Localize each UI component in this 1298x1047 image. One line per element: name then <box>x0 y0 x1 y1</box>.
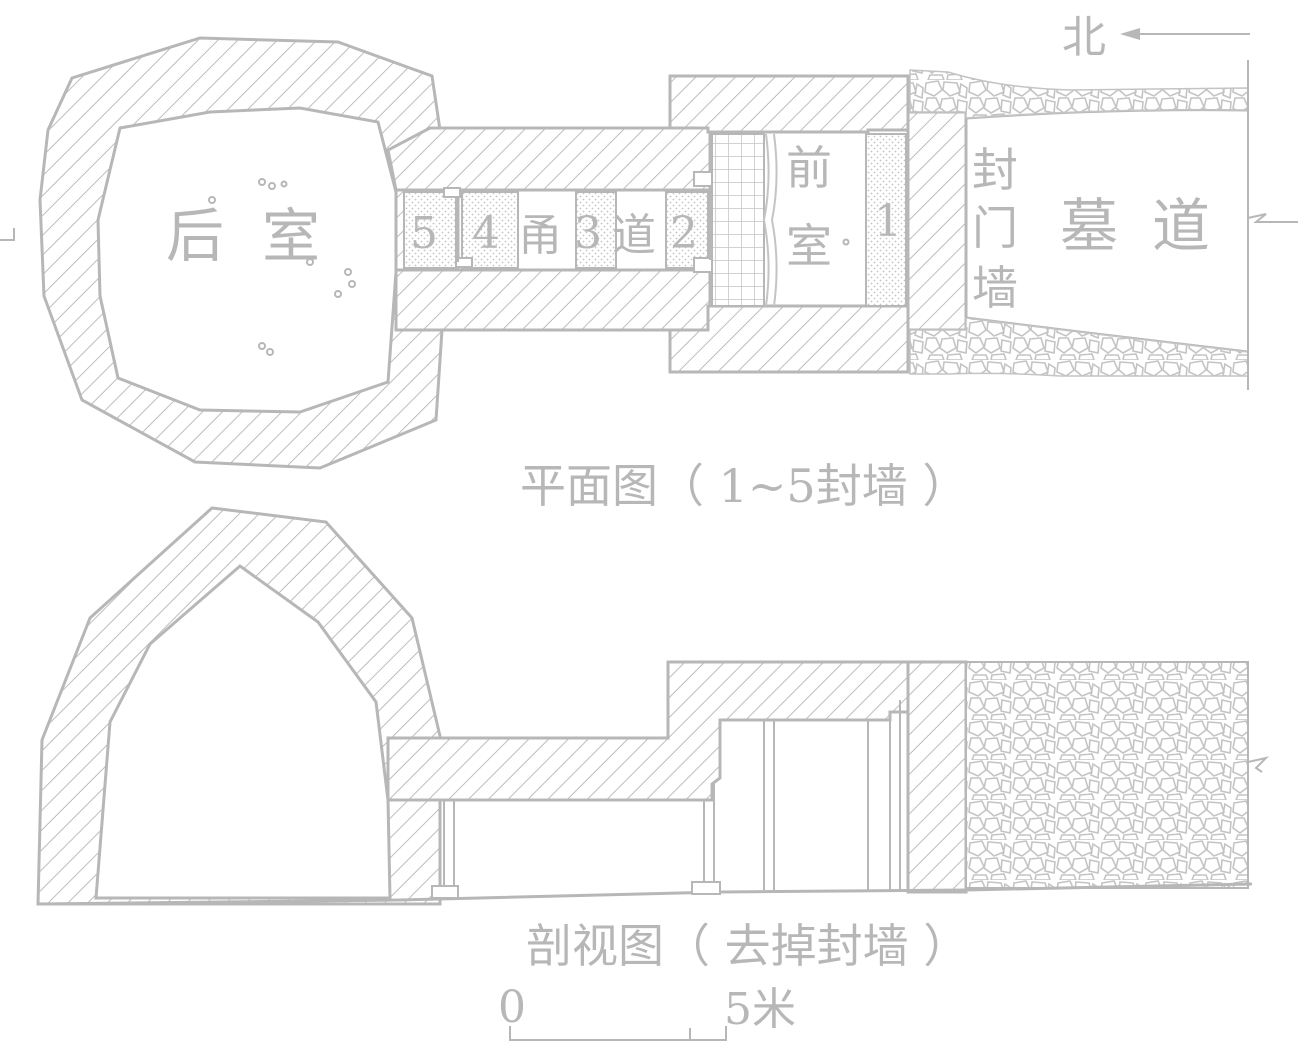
wall-number-4: 4 <box>472 208 500 259</box>
break-mark-plan <box>1247 213 1298 223</box>
gate-wall-label-c: 墙 <box>972 261 1018 315</box>
rubble-fill-bottom <box>909 317 1249 377</box>
rubble-fill-section <box>965 661 1249 889</box>
sealing-wall-5 <box>403 191 457 269</box>
sealing-wall-4 <box>461 191 519 269</box>
corridor-bottom-wall <box>394 268 712 332</box>
wall-number-5: 5 <box>410 208 438 259</box>
gate-wall-label-a: 封 <box>972 143 1018 197</box>
scale-bar: 0 5米 <box>498 982 796 1041</box>
rear-chamber-label-b: 室 <box>262 202 320 270</box>
rubble-fill-top <box>909 69 1249 119</box>
sealing-wall-1 <box>865 133 907 307</box>
scale-start-label: 0 <box>498 982 526 1033</box>
wall-number-1: 1 <box>874 196 902 247</box>
corridor-top-wall <box>386 126 712 192</box>
corridor-label-b: 道 <box>612 210 656 261</box>
sealing-wall-2 <box>665 191 709 269</box>
front-chamber-label-a: 前 <box>786 141 832 195</box>
break-mark-left <box>0 228 15 241</box>
gate-sealing-wall-plan <box>906 110 968 332</box>
section-caption: 剖视图（ 去掉封墙 ） <box>526 919 969 973</box>
corridor-label-a: 甬 <box>518 210 562 261</box>
north-arrow: 北 <box>1062 12 1250 63</box>
gate-sealing-wall-section <box>906 660 968 894</box>
rear-chamber-label-a: 后 <box>166 202 224 270</box>
plan-view: 北 后 室 5 4 甬 3 道 2 前 室 1 封 门 墙 墓 道 平面图（ 1… <box>0 12 1298 513</box>
break-mark-section <box>1247 756 1270 773</box>
wall-number-2: 2 <box>670 208 698 259</box>
section-view: 剖视图（ 去掉封墙 ） <box>36 506 1270 973</box>
wall-number-3: 3 <box>574 208 602 259</box>
scale-end-label: 5米 <box>724 984 796 1035</box>
rear-vault <box>36 506 442 906</box>
sealing-wall-3 <box>575 191 617 269</box>
gate-wall-label-b: 门 <box>972 201 1018 255</box>
north-label: 北 <box>1062 12 1106 63</box>
front-chamber-label-b: 室 <box>786 219 832 273</box>
section-floor <box>37 882 1253 906</box>
rear-chamber-wall <box>38 36 460 470</box>
artifact-marks <box>208 178 850 356</box>
corridor-ceiling <box>386 660 910 802</box>
brick-floor <box>711 133 765 307</box>
front-chamber-top-wall <box>668 74 910 134</box>
tomb-passage-label-b: 道 <box>1152 192 1210 260</box>
plan-caption: 平面图（ 1~5封墙 ） <box>520 459 968 513</box>
tomb-passage-label-a: 墓 <box>1060 192 1118 260</box>
